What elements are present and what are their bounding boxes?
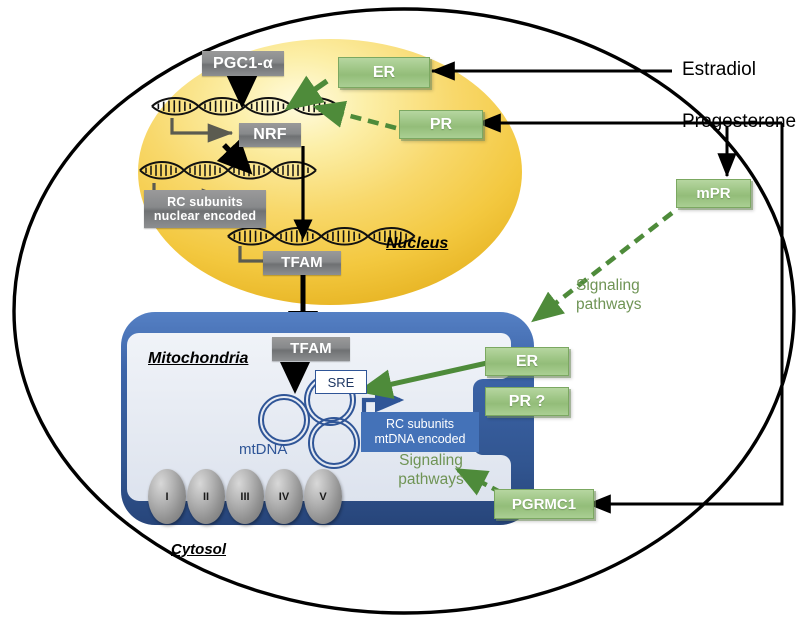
respiratory-complex-iv: IV (265, 469, 303, 524)
mito-transcription-arrow (361, 387, 405, 416)
transcription-arrow-1 (170, 118, 234, 143)
arrow-pr-to-nuclear-dna (312, 100, 397, 131)
receptor-mpr[interactable]: mPR (676, 179, 751, 208)
arrow-mpr-signaling (531, 211, 674, 323)
label-mito-signaling-pathways: Signaling pathways (398, 452, 464, 488)
label-pgc1a: PGC1-α (202, 51, 284, 76)
label-rc-subunits-mtdna: RC subunits mtDNA encoded (361, 412, 479, 452)
receptor-pgrmc1[interactable]: PGRMC1 (494, 489, 594, 519)
label-tfam-nucleus: TFAM (263, 251, 341, 275)
label-tfam-mitochondria: TFAM (272, 337, 350, 361)
respiratory-complex-v: V (304, 469, 342, 524)
receptor-pr-nuclear[interactable]: PR (399, 110, 483, 139)
label-sre: SRE (315, 370, 367, 394)
cell-membrane (12, 7, 796, 615)
respiratory-complex-ii: II (187, 469, 225, 524)
label-rc-subunits-nuclear: RC subunits nuclear encoded (144, 190, 266, 228)
label-nucleus: Nucleus (386, 235, 449, 252)
respiratory-complex-iii: III (226, 469, 264, 524)
label-progesterone: Progesterone (682, 111, 797, 132)
respiratory-complex-i: I (148, 469, 186, 524)
arrow-pgrmc1-signaling (454, 467, 502, 496)
label-mtdna: mtDNA (239, 441, 288, 458)
arrow-mito-er-to-sre (357, 360, 488, 399)
arrow-nrf-to-dna2 (216, 138, 253, 175)
receptor-er-nuclear[interactable]: ER (338, 57, 430, 88)
label-mitochondria: Mitochondria (148, 350, 249, 367)
receptor-er-mitochondria[interactable]: ER (485, 347, 569, 376)
label-mpr-signaling-pathways: Signaling pathways (576, 277, 642, 313)
mtdna-circles (258, 374, 360, 469)
arrow-er-to-nuclear-dna (284, 75, 329, 111)
label-nrf: NRF (239, 123, 301, 147)
receptor-pr-mitochondria[interactable]: PR ? (485, 387, 569, 416)
label-estradiol: Estradiol (682, 59, 756, 80)
label-cytosol: Cytosol (171, 541, 227, 558)
line-progesterone-to-pgrmc1 (586, 123, 784, 514)
